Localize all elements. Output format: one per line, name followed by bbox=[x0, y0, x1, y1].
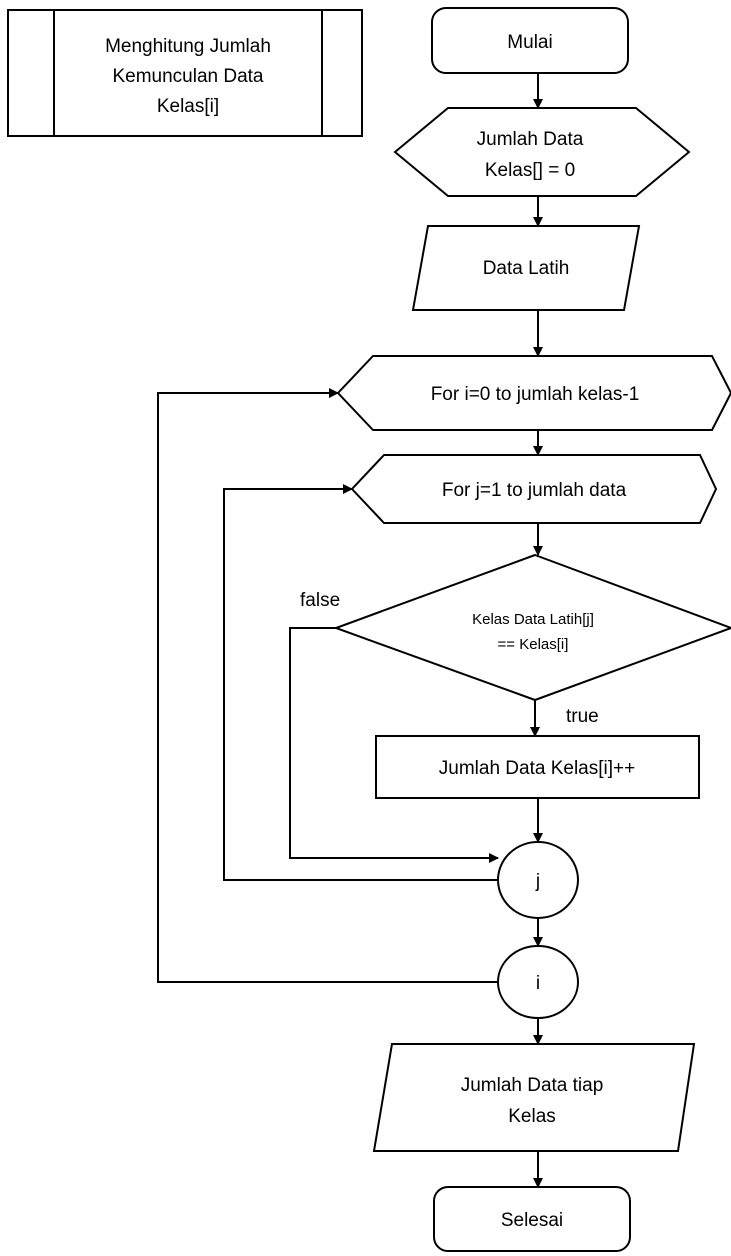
arrow-loop-back-i bbox=[157, 388, 498, 983]
arrow-false-to-j bbox=[289, 627, 499, 863]
loop-i-label: For i=0 to jumlah kelas-1 bbox=[431, 384, 640, 405]
start-label: Mulai bbox=[507, 32, 552, 53]
increment-process: Jumlah Data Kelas[i]++ bbox=[375, 735, 700, 799]
decision-line-2: == Kelas[i] bbox=[498, 636, 569, 653]
connector-j: j bbox=[497, 841, 579, 919]
subroutine-line-2: Kemunculan Data bbox=[112, 66, 263, 87]
output-data: Jumlah Data tiap Kelas bbox=[372, 1043, 696, 1152]
connector-i: i bbox=[497, 945, 579, 1019]
subroutine-box: Menghitung Jumlah Kemunculan Data Kelas[… bbox=[7, 9, 363, 137]
end-terminator: Selesai bbox=[433, 1186, 631, 1252]
end-label: Selesai bbox=[501, 1210, 563, 1231]
decision-line-1: Kelas Data Latih[j] bbox=[472, 611, 594, 628]
false-label: false bbox=[300, 590, 340, 611]
subroutine-line-1: Menghitung Jumlah bbox=[105, 36, 271, 57]
arrow-loop-back-j bbox=[223, 484, 498, 881]
connector-j-label: j bbox=[535, 871, 540, 892]
init-line-2: Kelas[] = 0 bbox=[485, 160, 575, 181]
input-label: Data Latih bbox=[483, 258, 570, 279]
input-data: Data Latih bbox=[411, 225, 641, 311]
subroutine-line-3: Kelas[i] bbox=[157, 96, 219, 117]
loop-j: For j=1 to jumlah data bbox=[350, 454, 718, 524]
increment-label: Jumlah Data Kelas[i]++ bbox=[439, 758, 635, 779]
decision-diamond: Kelas Data Latih[j] == Kelas[i] bbox=[333, 553, 731, 702]
true-label: true bbox=[566, 706, 599, 727]
connector-i-label: i bbox=[536, 973, 540, 994]
output-line-1: Jumlah Data tiap bbox=[461, 1075, 604, 1096]
init-line-1: Jumlah Data bbox=[477, 129, 584, 150]
loop-i: For i=0 to jumlah kelas-1 bbox=[336, 355, 731, 431]
loop-j-label: For j=1 to jumlah data bbox=[442, 480, 627, 501]
start-terminator: Mulai bbox=[431, 7, 629, 74]
output-line-2: Kelas bbox=[508, 1106, 556, 1127]
init-preparation: Jumlah Data Kelas[] = 0 bbox=[393, 107, 691, 197]
